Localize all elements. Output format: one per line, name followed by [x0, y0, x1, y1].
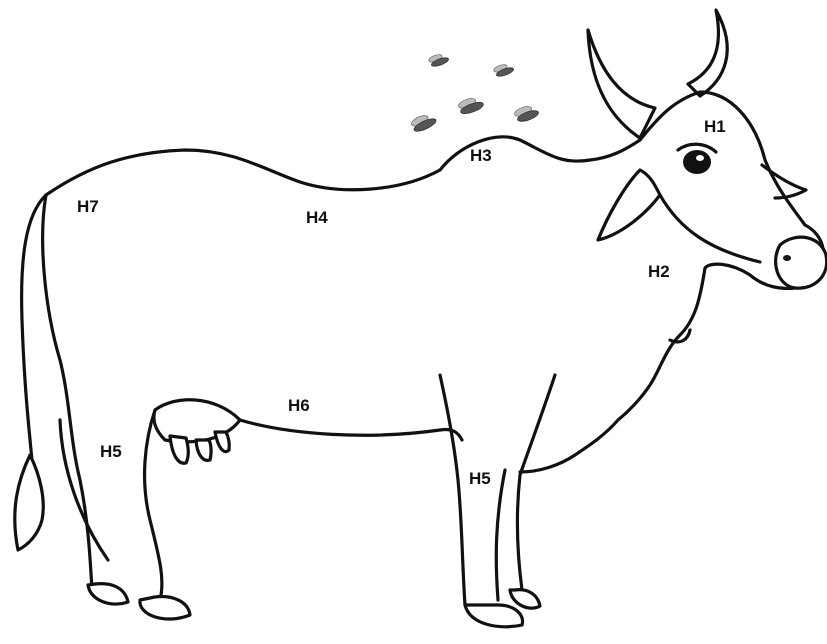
jaw-line	[660, 195, 760, 262]
hind-hoof-2	[88, 584, 128, 604]
eye-highlight	[696, 155, 704, 161]
hind-leg-inner	[60, 420, 108, 560]
ear	[598, 170, 660, 240]
hind-leg-back	[43, 195, 92, 590]
label-h5-fore: H5	[469, 470, 491, 487]
foreleg-inner	[496, 470, 505, 600]
eye	[683, 150, 711, 174]
fore-hoof-1	[465, 605, 523, 627]
right-horn	[688, 10, 727, 96]
label-h6: H6	[288, 397, 310, 414]
foreleg-back	[440, 375, 465, 605]
label-h2: H2	[648, 263, 670, 280]
label-h1: H1	[704, 118, 726, 135]
teat-1	[170, 436, 188, 463]
left-horn	[588, 30, 655, 138]
tail-tuft	[15, 455, 43, 550]
fly-icon	[410, 51, 540, 133]
belly	[240, 420, 462, 440]
teat-3	[215, 432, 229, 452]
label-h3: H3	[470, 147, 492, 164]
label-h4: H4	[306, 209, 328, 226]
teat-2	[196, 440, 211, 460]
hind-hoof-1	[140, 597, 190, 619]
foreleg-front	[517, 375, 555, 590]
label-h5-hind: H5	[100, 443, 122, 460]
label-h7: H7	[77, 198, 99, 215]
muzzle	[776, 237, 827, 288]
fore-hoof-2	[510, 590, 540, 608]
nostril	[783, 255, 791, 261]
hind-leg-front	[145, 410, 162, 600]
